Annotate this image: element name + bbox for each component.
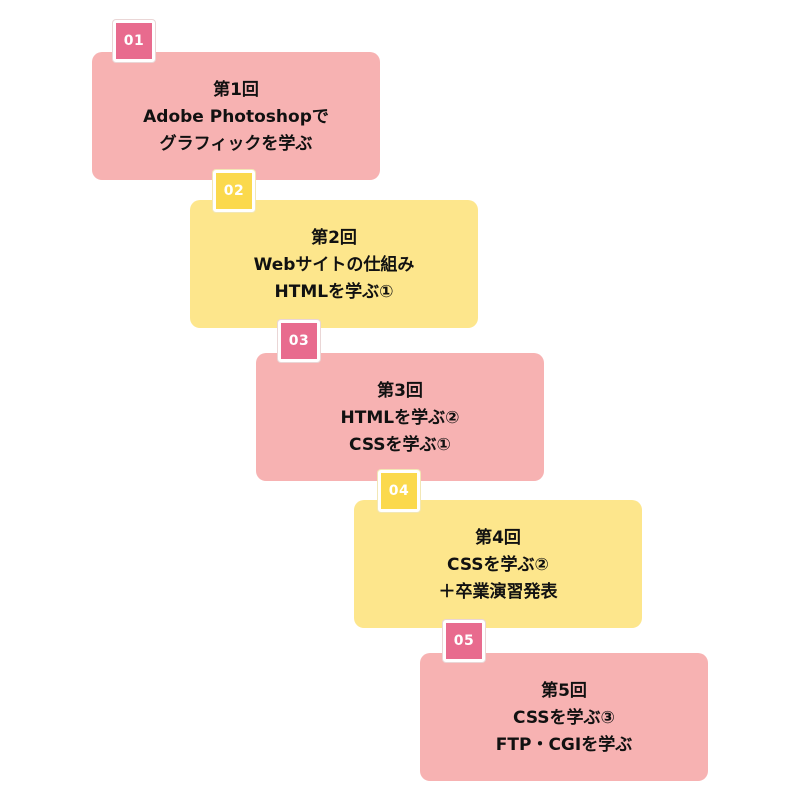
step-text-line: FTP・CGIを学ぶ — [495, 734, 633, 755]
step-text-line: グラフィックを学ぶ — [159, 133, 313, 154]
step-number-badge: 02 — [213, 170, 255, 212]
step-text-line: CSSを学ぶ② — [447, 554, 549, 575]
step-title: 第1回 — [213, 79, 259, 100]
step-title: 第3回 — [377, 380, 423, 401]
step-title: 第4回 — [475, 527, 521, 548]
step-text-line: CSSを学ぶ③ — [513, 707, 615, 728]
step-text-line: CSSを学ぶ① — [349, 434, 451, 455]
step-card: 第5回 CSSを学ぶ③ FTP・CGIを学ぶ — [420, 653, 708, 781]
step-text-line: ＋卒業演習発表 — [438, 581, 558, 602]
step-number-badge: 03 — [278, 320, 320, 362]
step-text-line: Webサイトの仕組み — [253, 254, 415, 275]
step-text-line: HTMLを学ぶ② — [340, 407, 460, 428]
step-text-line: Adobe Photoshopで — [143, 106, 329, 127]
step-card: 第3回 HTMLを学ぶ② CSSを学ぶ① — [256, 353, 544, 481]
step-card: 第1回 Adobe Photoshopで グラフィックを学ぶ — [92, 52, 380, 180]
step-number-badge: 05 — [443, 620, 485, 662]
step-number-badge: 04 — [378, 470, 420, 512]
step-card: 第4回 CSSを学ぶ② ＋卒業演習発表 — [354, 500, 642, 628]
step-title: 第5回 — [541, 680, 587, 701]
step-text-line: HTMLを学ぶ① — [274, 281, 394, 302]
step-number-badge: 01 — [113, 20, 155, 62]
step-card: 第2回 Webサイトの仕組み HTMLを学ぶ① — [190, 200, 478, 328]
step-title: 第2回 — [311, 227, 357, 248]
